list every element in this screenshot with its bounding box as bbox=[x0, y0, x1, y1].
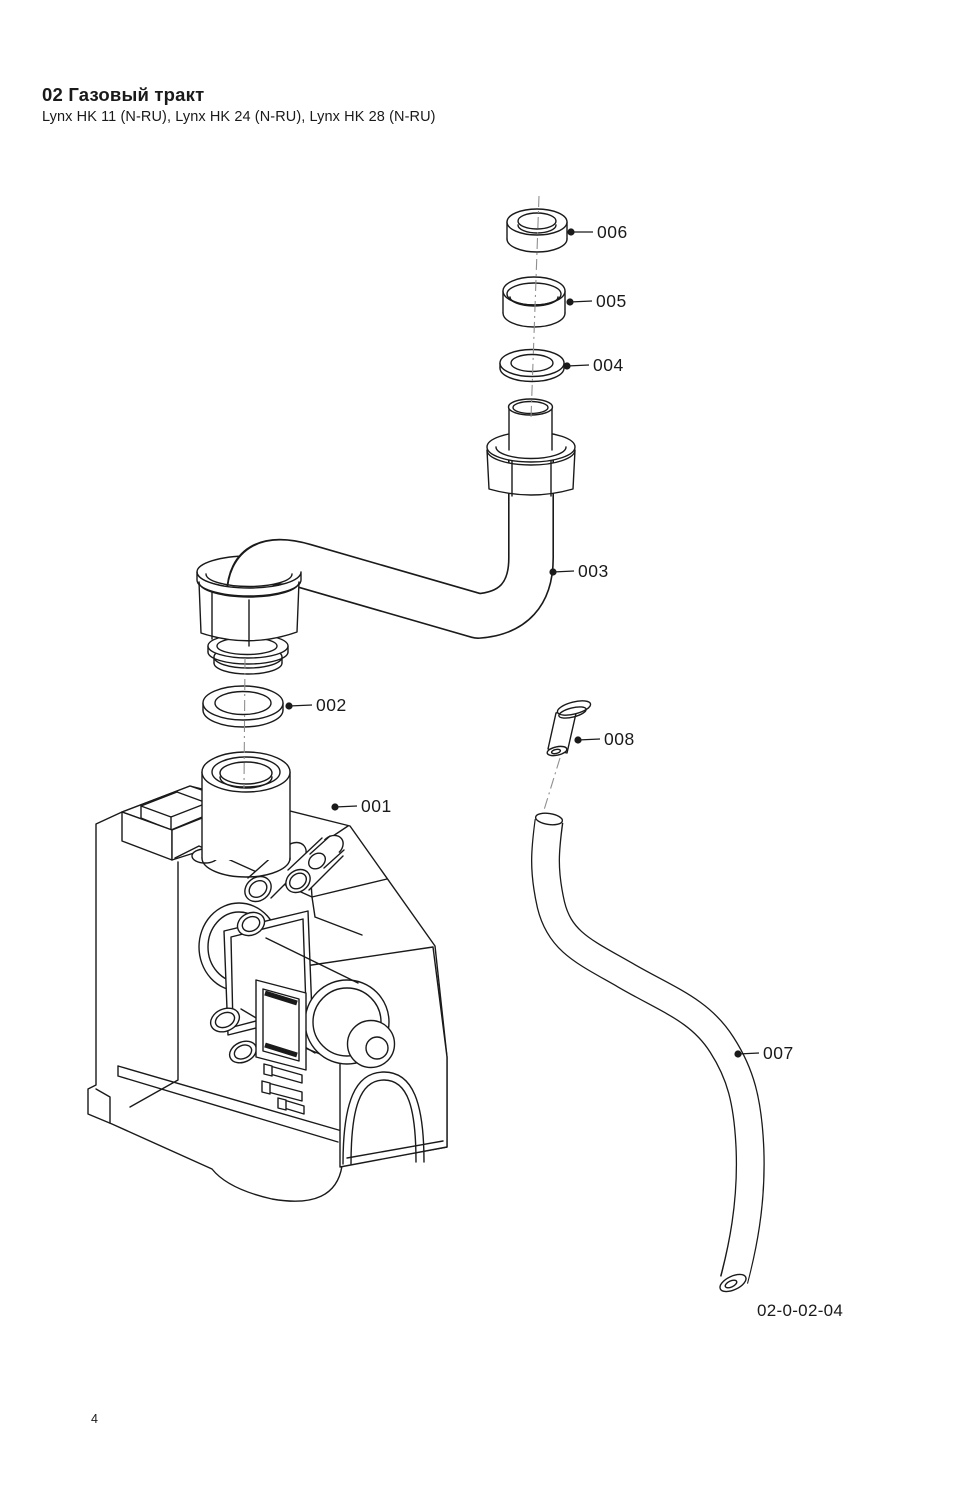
pipe-left-nut-washer bbox=[207, 633, 289, 675]
callout-label: 007 bbox=[763, 1043, 794, 1063]
part-005-seal-ring bbox=[502, 276, 566, 328]
diagram-code: 02-0-02-04 bbox=[757, 1301, 844, 1320]
valve-top-boss bbox=[201, 751, 291, 878]
part-001-gas-valve-body bbox=[87, 751, 448, 1202]
callout-label: 005 bbox=[596, 291, 627, 311]
callout-label: 006 bbox=[597, 222, 628, 242]
callout-label: 004 bbox=[593, 355, 624, 375]
callout-001: 001 bbox=[331, 796, 391, 816]
page-number: 4 bbox=[91, 1412, 98, 1426]
callout-008: 008 bbox=[574, 729, 634, 749]
callout-005: 005 bbox=[566, 291, 626, 311]
part-003-gas-pipe bbox=[196, 398, 576, 675]
pipe-left-union-nut bbox=[196, 571, 302, 675]
valve-connector bbox=[255, 979, 307, 1115]
callout-label: 001 bbox=[361, 796, 392, 816]
page-subtitle: Lynx HK 11 (N-RU), Lynx HK 24 (N-RU), Ly… bbox=[42, 109, 436, 125]
centerline-valve-inlet bbox=[243, 657, 246, 789]
page-title: 02 Газовый тракт bbox=[42, 84, 205, 105]
callout-002: 002 bbox=[285, 695, 346, 715]
callout-label: 008 bbox=[604, 729, 635, 749]
part-002-gasket bbox=[202, 685, 284, 728]
centerline-rings bbox=[530, 195, 540, 419]
callout-label: 003 bbox=[578, 561, 609, 581]
callout-label: 002 bbox=[316, 695, 347, 715]
callout-007: 007 bbox=[734, 1043, 793, 1063]
part-006-washer bbox=[506, 208, 568, 253]
callout-006: 006 bbox=[567, 222, 627, 242]
valve-coil-cylinder bbox=[240, 937, 396, 1069]
part-007-hose bbox=[531, 812, 765, 1293]
callout-003: 003 bbox=[549, 561, 608, 581]
pipe-inlet-tube bbox=[507, 398, 554, 452]
part-008-injector-pin bbox=[546, 700, 592, 757]
part-004-gasket bbox=[499, 348, 565, 383]
callout-004: 004 bbox=[563, 355, 623, 375]
centerline-pin-hose bbox=[543, 757, 561, 811]
